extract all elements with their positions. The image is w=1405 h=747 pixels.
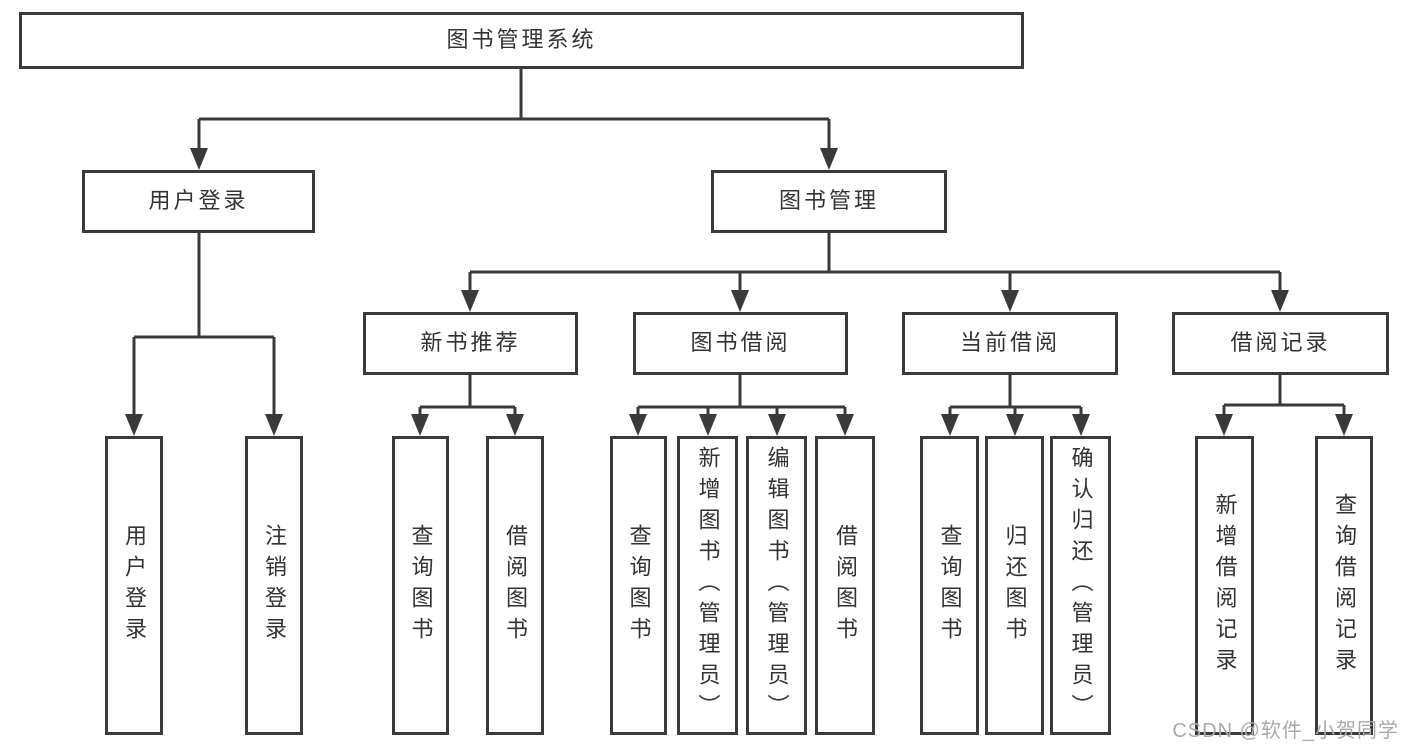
connector-root (197, 69, 831, 152)
connector-borrow-record (1222, 375, 1346, 418)
node-borrow-record: 借阅记录 (1172, 312, 1389, 375)
arrowheads-user-login (125, 414, 283, 436)
leaf-return-book: 归还图书 (985, 436, 1044, 735)
node-root-system: 图书管理系统 (19, 12, 1024, 69)
leaf-add-book-admin: 新增图书（管理员） (677, 436, 738, 735)
leaf-edit-book-admin: 编辑图书（管理员） (746, 436, 807, 735)
node-current-borrow: 当前借阅 (902, 312, 1118, 375)
connector-book-borrow (636, 375, 847, 418)
leaf-query-book-recommend: 查询图书 (392, 436, 449, 735)
leaf-query-borrow-record: 查询借阅记录 (1315, 436, 1373, 735)
csdn-watermark: CSDN @软件_小贺同学 (1172, 720, 1399, 742)
leaf-query-book-current: 查询图书 (920, 436, 979, 735)
connector-book-mgmt (468, 233, 1282, 294)
leaf-confirm-return-admin: 确认归还（管理员） (1050, 436, 1111, 735)
leaf-borrow-book: 借阅图书 (815, 436, 875, 735)
connector-user-login (132, 233, 276, 418)
node-book-borrow: 图书借阅 (633, 312, 848, 375)
arrowheads-leaves (411, 414, 1353, 436)
leaf-user-login: 用户登录 (105, 436, 163, 735)
leaf-logout: 注销登录 (245, 436, 303, 735)
arrowheads-level2 (190, 148, 838, 170)
node-book-management: 图书管理 (711, 170, 947, 233)
arrowheads-level3 (461, 290, 1289, 312)
connector-new-book (418, 375, 517, 418)
node-new-book-recommend: 新书推荐 (363, 312, 578, 375)
connector-current-borrow (948, 375, 1083, 418)
leaf-query-book-borrow: 查询图书 (610, 436, 667, 735)
leaf-borrow-book-recommend: 借阅图书 (486, 436, 544, 735)
node-user-login: 用户登录 (82, 170, 315, 233)
leaf-add-borrow-record: 新增借阅记录 (1195, 436, 1254, 735)
